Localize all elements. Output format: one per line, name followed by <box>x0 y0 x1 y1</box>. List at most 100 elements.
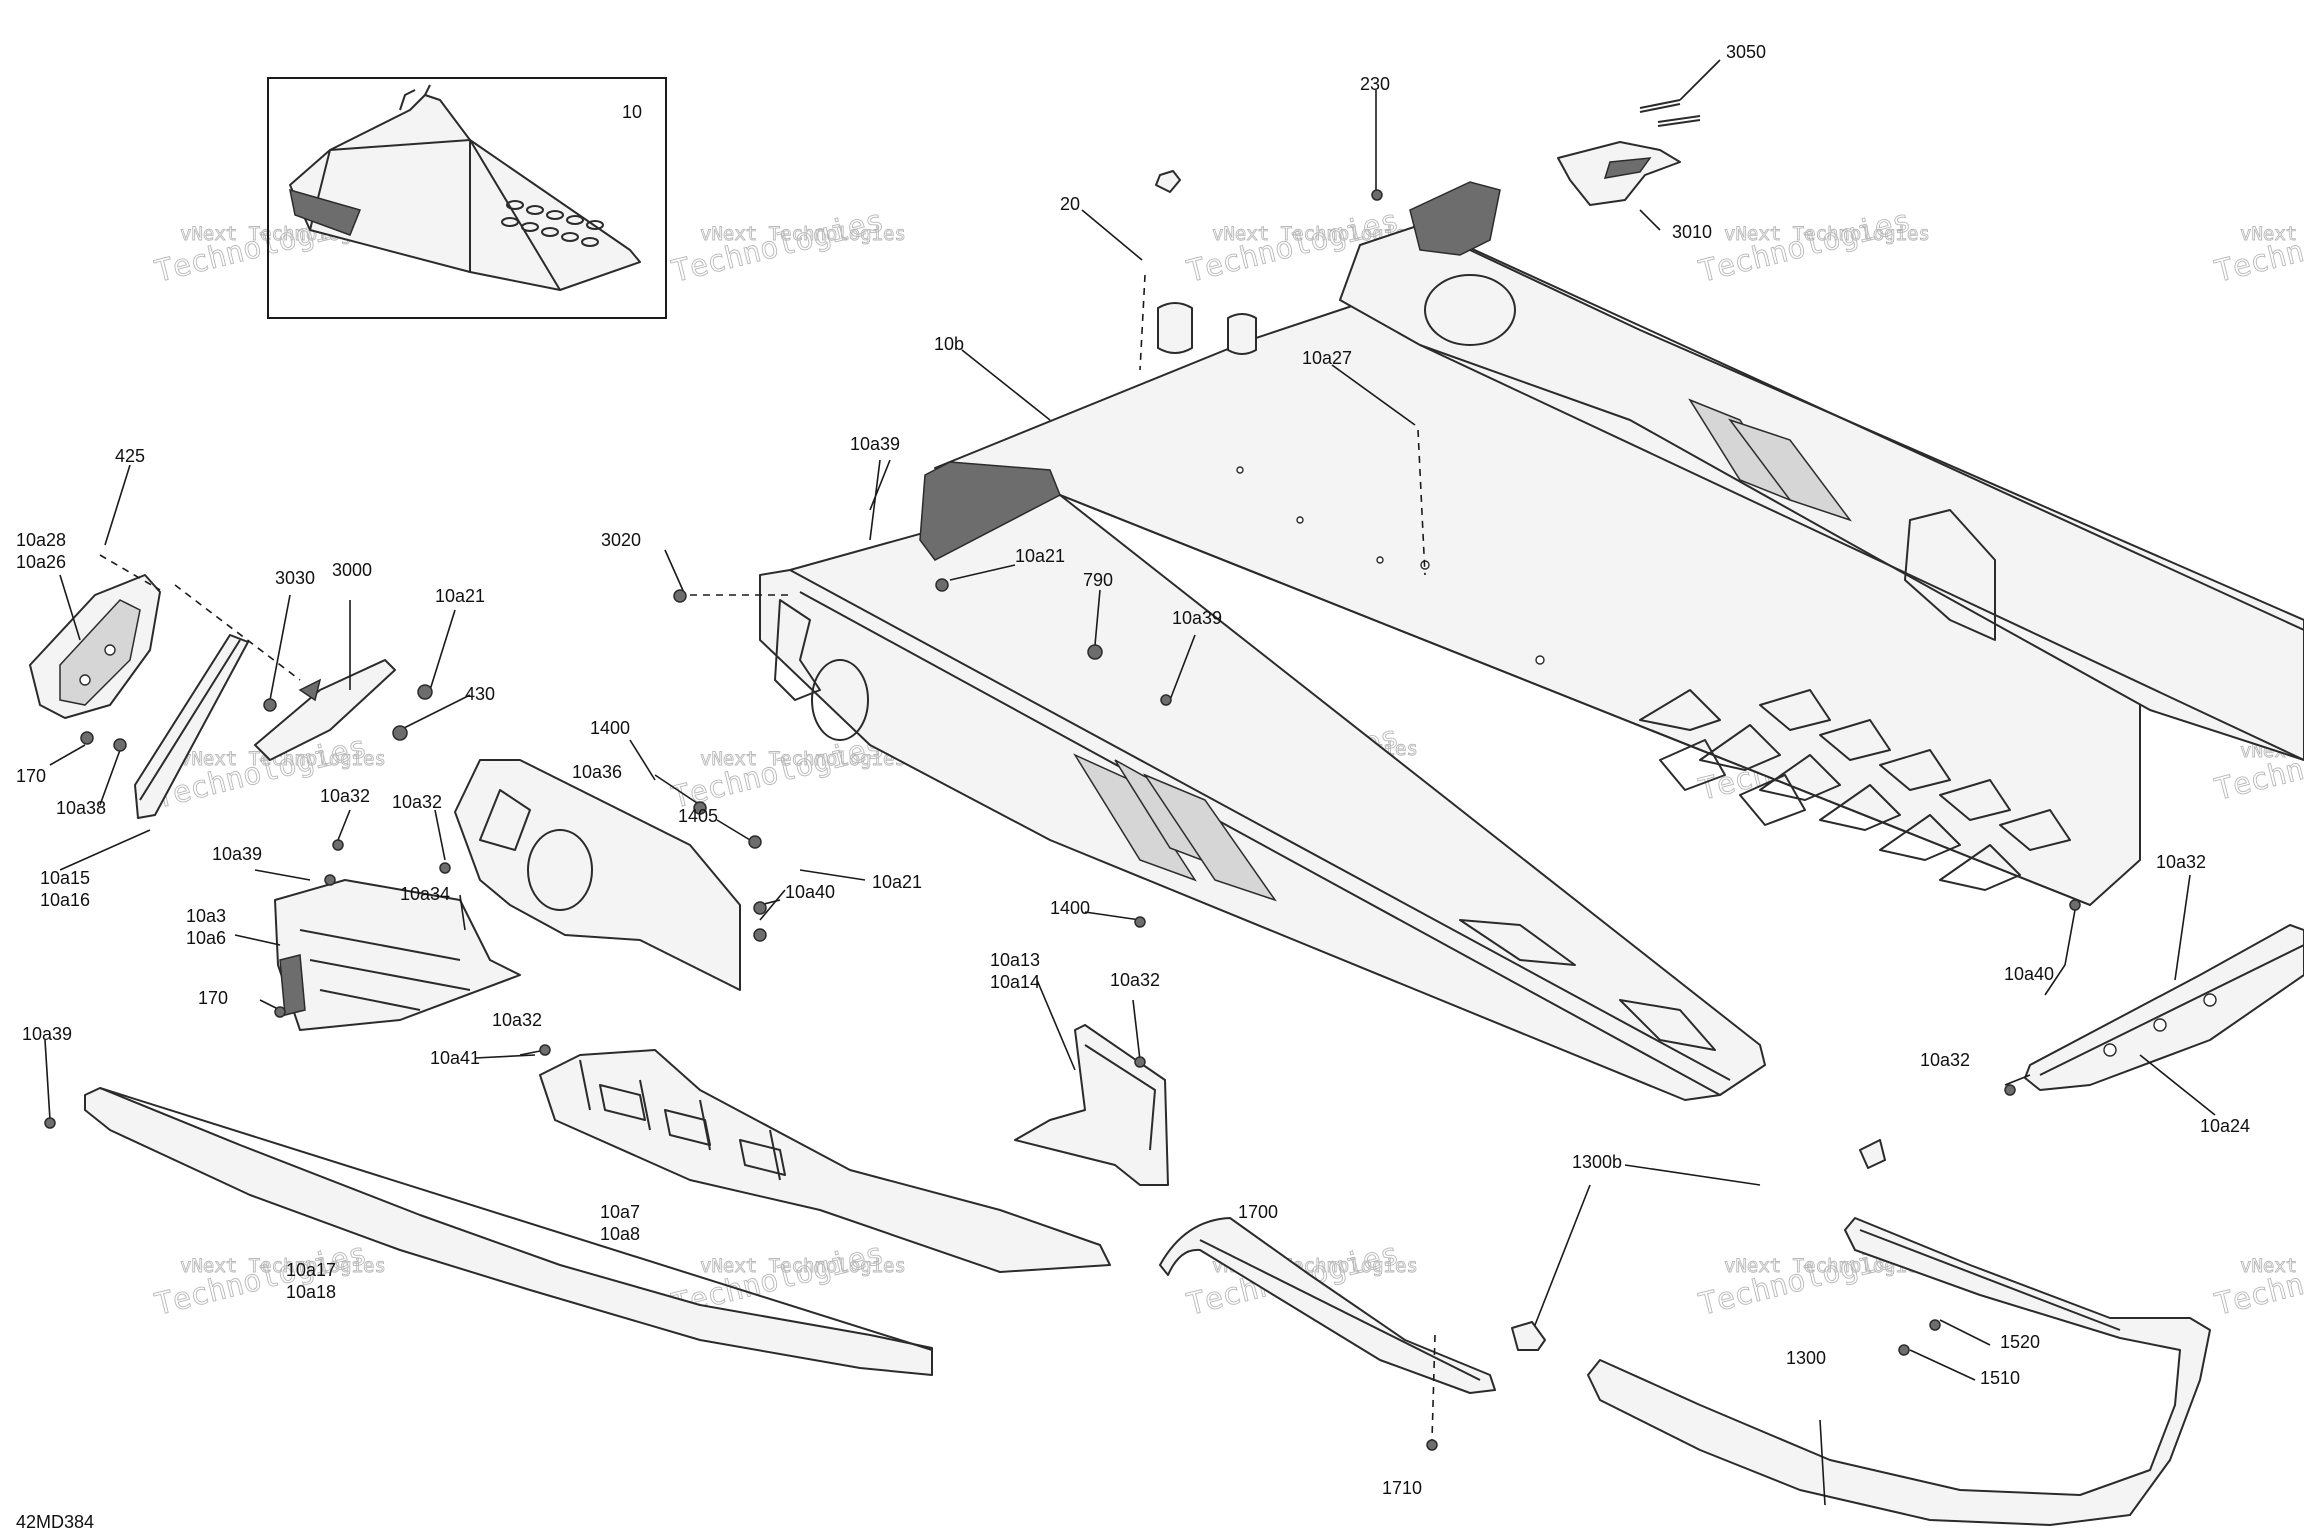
svg-text:vNext Technologies: vNext Technologies <box>1724 1255 1930 1277</box>
callout-label: 3030 <box>275 568 315 588</box>
callout-label: 1520 <box>2000 1332 2040 1352</box>
callout-label: 10a32 <box>1920 1050 1970 1070</box>
callout-label: 1400 <box>1050 898 1090 918</box>
watermark: vNext Technologies Technologies <box>2211 1236 2304 1323</box>
callout-label: 10a34 <box>400 884 450 904</box>
footrest-10a7 <box>539 1049 1111 1273</box>
gusset-10a13 <box>1014 1024 1169 1186</box>
callout-label: 10a26 <box>16 552 66 572</box>
cooler-slots-thumbnail <box>501 200 604 247</box>
callout-label: 10a24 <box>2200 1116 2250 1136</box>
callout-label: 10a32 <box>320 786 370 806</box>
diagram-code: 42MD384 <box>16 1512 94 1532</box>
svg-text:vNext Technologies: vNext Technologies <box>180 748 386 770</box>
callout-label: 790 <box>1083 570 1113 590</box>
callout-label: 10a6 <box>186 928 226 948</box>
callout-label: 10a28 <box>16 530 66 550</box>
foot-rest-plate-10a28 <box>29 574 161 719</box>
callout-label: 170 <box>198 988 228 1008</box>
callout-label: 10a41 <box>430 1048 480 1068</box>
callout-label: 10a39 <box>850 434 900 454</box>
callout-label: 425 <box>115 446 145 466</box>
side-plate-10a36 <box>454 759 741 991</box>
svg-text:vNext Technologies: vNext Technologies <box>700 748 906 770</box>
bolt-3050 <box>1639 99 1701 127</box>
callout-label: 10a32 <box>492 1010 542 1030</box>
callout-label: 10a16 <box>40 890 90 910</box>
callout-label: 10a32 <box>1110 970 1160 990</box>
svg-text:Technologies: Technologies <box>151 1236 370 1322</box>
callout-label: 10a3 <box>186 906 226 926</box>
callout-label: 10a39 <box>212 844 262 864</box>
clip-1300b <box>1859 1139 1886 1169</box>
tunnel-10b <box>759 170 2304 1101</box>
inset-frame <box>267 77 667 319</box>
callout-label: 10a39 <box>1172 608 1222 628</box>
callout-label: 170 <box>16 766 46 786</box>
svg-text:Technologies: Technologies <box>2211 1236 2304 1322</box>
bracket-3010 <box>1557 141 1681 206</box>
watermark: vNext Technologies Technologies <box>151 1236 386 1323</box>
callout-label: 10a21 <box>435 586 485 606</box>
callout-label: 3050 <box>1726 42 1766 62</box>
svg-text:vNext Technologies: vNext Technologies <box>2240 223 2304 245</box>
callout-label: 10a39 <box>22 1024 72 1044</box>
right-side-bracket <box>1409 181 1886 1169</box>
tunnel-front-cap <box>919 461 1061 561</box>
watermark: vNext Technologies Technologies <box>1695 203 1930 290</box>
grommet-20 <box>1155 170 1181 193</box>
callout-label: 10a21 <box>872 872 922 892</box>
callout-label: 1400 <box>590 718 630 738</box>
svg-text:vNext Technologies: vNext Technologies <box>1212 223 1418 245</box>
callout-labels: 3050 230 3010 20 10b 10a27 10a39 425 10a… <box>16 42 2250 1498</box>
watermark: vNext Technologies Technologies <box>668 203 906 290</box>
support-10a15 <box>134 634 249 819</box>
tunnel-side-hatch-thumbnail <box>289 188 362 236</box>
callout-label: 10a18 <box>286 1282 336 1302</box>
callout-label: 1405 <box>678 806 718 826</box>
callout-label: 10a8 <box>600 1224 640 1244</box>
callout-label: 1300 <box>1786 1348 1826 1368</box>
callout-label: 1300b <box>1572 1152 1622 1172</box>
end-cap-1300b <box>1511 1321 1546 1351</box>
heat-exchanger-slots <box>1639 689 2071 891</box>
callout-label: 10a32 <box>392 792 442 812</box>
svg-text:vNext Technologies: vNext Technologies <box>1724 223 1930 245</box>
callout-label: 10a14 <box>990 972 1040 992</box>
running-board-10a17 <box>84 1087 933 1376</box>
callout-label: 10a40 <box>2004 964 2054 984</box>
tunnel-assembly-thumbnail <box>289 94 641 291</box>
callout-label: 3010 <box>1672 222 1712 242</box>
snowflap-1700 <box>1159 1217 1496 1394</box>
svg-text:vNext Technologies: vNext Technologies <box>2240 1255 2304 1277</box>
inset-assembly-view: 10 <box>267 77 667 319</box>
callout-label: 10a7 <box>600 1202 640 1222</box>
callout-label: 10a13 <box>990 950 1040 970</box>
callout-label: 3000 <box>332 560 372 580</box>
callout-label: 1510 <box>1980 1368 2020 1388</box>
callout-label: 1700 <box>1238 1202 1278 1222</box>
svg-text:vNext Technologies: vNext Technologies <box>700 223 906 245</box>
svg-text:Technologies: Technologies <box>2211 203 2304 289</box>
callout-label: 10a27 <box>1302 348 1352 368</box>
callout-label: 10a36 <box>572 762 622 782</box>
callout-label: 10b <box>934 334 964 354</box>
callout-label: 10a15 <box>40 868 90 888</box>
step-plate-10a34 <box>274 879 521 1031</box>
fasteners <box>44 189 2081 1451</box>
callout-label: 430 <box>465 684 495 704</box>
callout-label: 3020 <box>601 530 641 550</box>
watermark: vNext Technologies Technologies <box>2211 203 2304 290</box>
callout-label: 10a40 <box>785 882 835 902</box>
tunnel-post <box>1227 313 1257 355</box>
callout-label: 20 <box>1060 194 1080 214</box>
bracket-3000 <box>254 659 396 761</box>
callout-label: 10a38 <box>56 798 106 818</box>
callout-label: 10a21 <box>1015 546 1065 566</box>
svg-text:Technologies: Technologies <box>668 203 887 289</box>
inset-label: 10 <box>622 102 642 122</box>
tunnel-post <box>1157 302 1193 354</box>
bumper-1300 <box>1587 1217 2211 1526</box>
callout-label: 10a32 <box>2156 852 2206 872</box>
